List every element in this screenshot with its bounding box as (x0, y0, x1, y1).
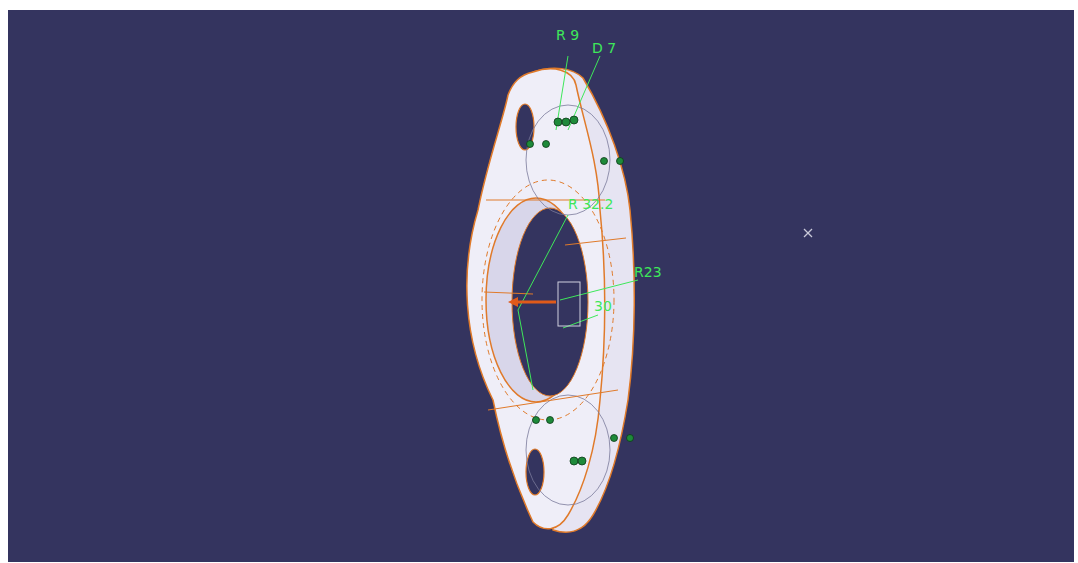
dimension-label: R 9 (556, 27, 579, 43)
cursor-mark (804, 229, 812, 237)
dimension-label: R23 (634, 264, 662, 280)
flange-face (467, 69, 605, 529)
dimension-label: R 32.2 (568, 196, 613, 212)
bolt-hole (526, 449, 544, 495)
center-hole (512, 208, 588, 396)
construction-circle (526, 395, 610, 505)
axis-arrow (508, 282, 580, 326)
dimension-lines (518, 56, 638, 390)
constraint-icons (527, 116, 634, 465)
flange-model (8, 10, 1074, 562)
dimension-label: D 7 (592, 40, 616, 56)
dimension-label: 30 (594, 298, 612, 314)
edge-lines (484, 200, 626, 410)
viewport: R 9 D 7 R 32.2R23 30 (8, 10, 1074, 562)
bolt-hole (516, 104, 534, 150)
center-hole-dashed (482, 180, 614, 420)
